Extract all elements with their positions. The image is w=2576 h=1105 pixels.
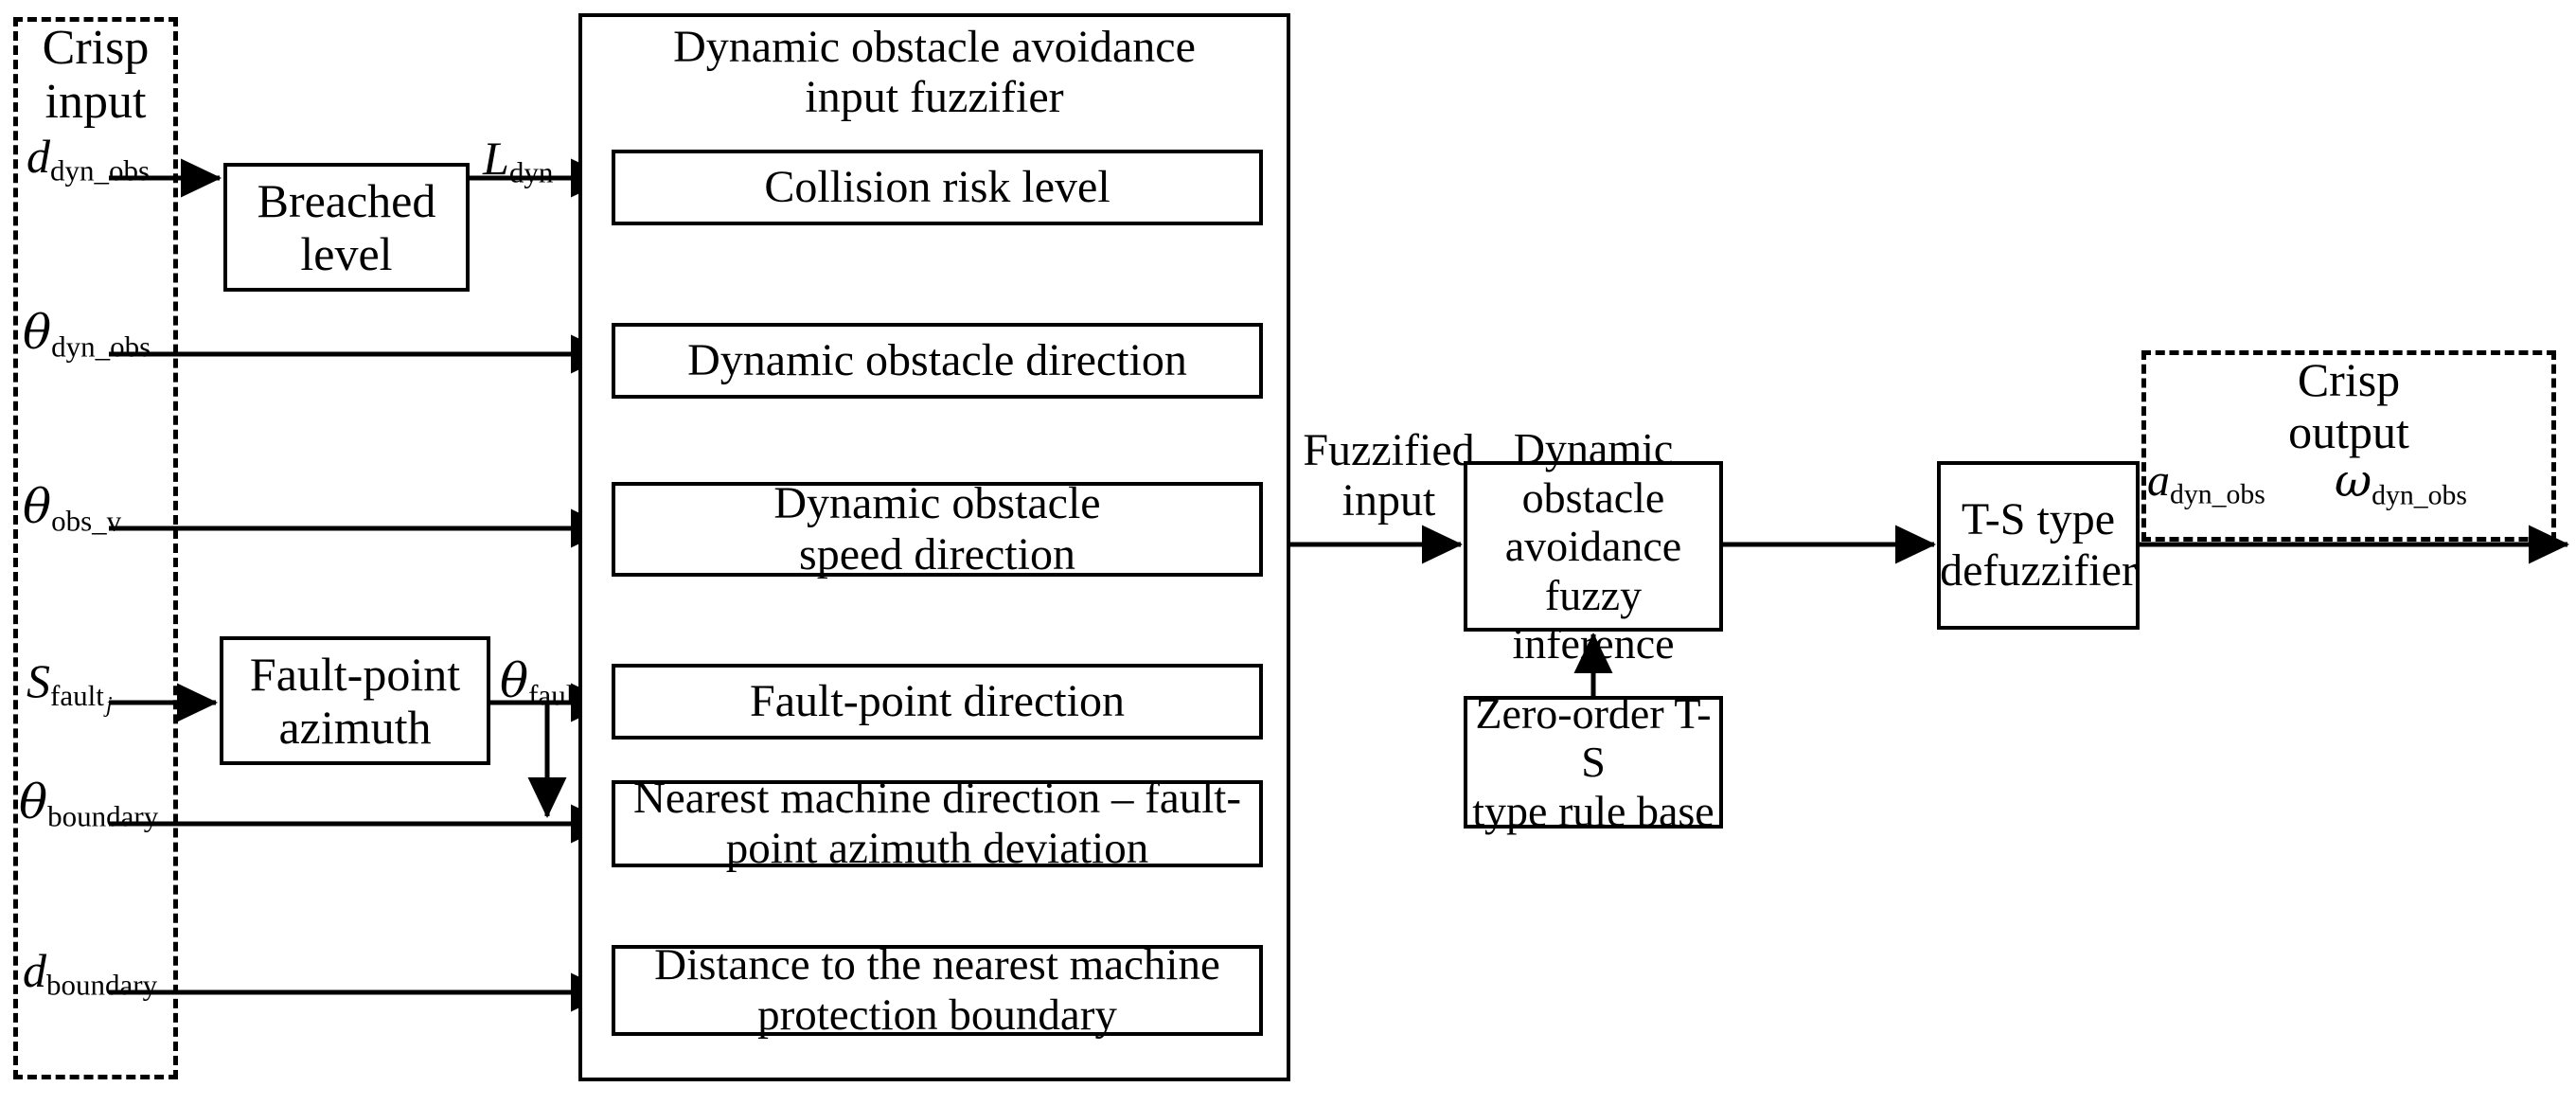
rule-base-block[interactable]: Zero-order T-S type rule base bbox=[1464, 689, 1723, 835]
input-label-d-dyn-obs: ddyn_obs bbox=[27, 130, 151, 187]
fuzzy-inference-block[interactable]: Dynamic obstacle avoidance fuzzy inferen… bbox=[1464, 424, 1723, 668]
fuzzified-input-line1: Fuzzified bbox=[1303, 425, 1475, 475]
fuzzifier-item-label: Dynamic obstacle direction bbox=[687, 335, 1187, 386]
fuzzy-inference-line2: avoidance bbox=[1504, 522, 1682, 571]
crisp-output-label-line1: Crisp bbox=[2297, 353, 2401, 406]
fuzzifier-item-fault-point-direction[interactable]: Fault-point direction bbox=[612, 664, 1263, 740]
fuzzifier-item-machine-direction-deviation[interactable]: Nearest machine direction – fault-point … bbox=[612, 774, 1263, 873]
fuzzifier-item-label: Dynamic obstacle speed direction bbox=[773, 478, 1101, 579]
defuzzifier-line2: defuzzifier bbox=[1940, 545, 2137, 596]
fuzzy-inference-line3: fuzzy inference bbox=[1512, 570, 1675, 668]
signal-label-theta-fault: θfault bbox=[500, 653, 582, 712]
input-label-theta-obs-v: θobs_v bbox=[23, 479, 122, 538]
defuzzifier-block[interactable]: T-S type defuzzifier bbox=[1937, 461, 2140, 630]
crisp-output-label: Crisp output bbox=[2147, 354, 2550, 458]
rule-base-line2: type rule base bbox=[1472, 786, 1714, 835]
output-label-a-dyn-obs: adyn_obs bbox=[2147, 455, 2265, 510]
defuzzifier-line1: T-S type bbox=[1961, 494, 2116, 545]
rule-base-line1: Zero-order T-S bbox=[1475, 688, 1712, 787]
breached-level-line1: Breached bbox=[257, 174, 436, 227]
breached-level-block[interactable]: Breached level bbox=[223, 163, 470, 292]
fuzzy-inference-line1: Dynamic obstacle bbox=[1513, 424, 1674, 522]
signal-label-L-dyn: Ldyn bbox=[483, 132, 554, 189]
fuzzifier-item-label: Fault-point direction bbox=[750, 676, 1125, 727]
fuzzified-input-line2: input bbox=[1341, 474, 1436, 526]
fuzzifier-item-distance-to-boundary[interactable]: Distance to the nearest machine protecti… bbox=[612, 940, 1263, 1040]
crisp-input-label: Crisp input bbox=[21, 21, 170, 129]
fuzzifier-heading-line1: Dynamic obstacle avoidance bbox=[673, 22, 1196, 72]
breached-level-line2: level bbox=[300, 227, 393, 280]
crisp-input-panel bbox=[13, 17, 178, 1079]
fault-point-azimuth-block[interactable]: Fault-point azimuth bbox=[220, 636, 490, 765]
fuzzifier-item-label: Collision risk level bbox=[764, 162, 1110, 213]
fuzzifier-item-dynamic-obstacle-speed-direction[interactable]: Dynamic obstacle speed direction bbox=[612, 478, 1263, 579]
fuzzifier-heading: Dynamic obstacle avoidance input fuzzifi… bbox=[587, 22, 1282, 123]
input-label-theta-dyn-obs: θdyn_obs bbox=[23, 305, 151, 364]
fault-point-azimuth-line1: Fault-point bbox=[249, 648, 461, 701]
output-label-omega-dyn-obs: ωdyn_obs bbox=[2335, 454, 2467, 511]
fuzzifier-item-label: Nearest machine direction – fault-point … bbox=[632, 774, 1242, 873]
crisp-output-panel bbox=[2141, 350, 2556, 542]
fuzzifier-item-label: Distance to the nearest machine protecti… bbox=[654, 940, 1220, 1040]
fuzzifier-item-collision-risk-level[interactable]: Collision risk level bbox=[612, 150, 1263, 225]
fuzzified-input-label: Fuzzified input bbox=[1299, 425, 1479, 526]
crisp-input-label-line2: input bbox=[44, 75, 147, 130]
crisp-output-label-line2: output bbox=[2288, 405, 2409, 458]
crisp-input-label-line1: Crisp bbox=[42, 21, 150, 75]
input-label-S-fault-j: Sfault j bbox=[27, 654, 113, 718]
fuzzifier-heading-line2: input fuzzifier bbox=[805, 71, 1064, 122]
input-label-theta-boundary: θboundary bbox=[19, 775, 159, 833]
fault-point-azimuth-line2: azimuth bbox=[278, 701, 432, 754]
input-label-d-boundary: dboundary bbox=[23, 944, 158, 1002]
fuzzifier-item-dynamic-obstacle-direction[interactable]: Dynamic obstacle direction bbox=[612, 323, 1263, 399]
